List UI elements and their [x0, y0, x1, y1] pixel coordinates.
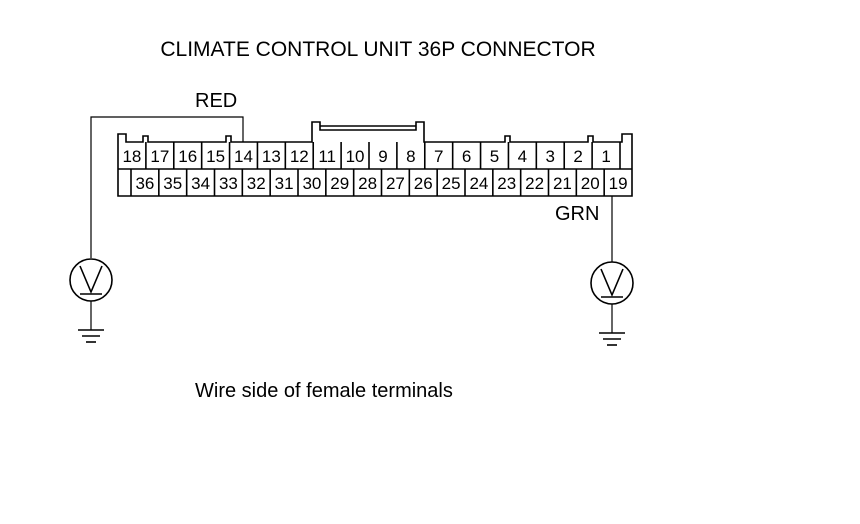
- pin-number: 3: [546, 147, 555, 166]
- pin-number: 23: [497, 174, 516, 193]
- red-wire-label: RED: [195, 90, 237, 112]
- pin-number: 1: [601, 147, 610, 166]
- red-probe-wire: [90, 116, 244, 258]
- ground-icon: [599, 304, 625, 346]
- caption: Wire side of female terminals: [195, 380, 453, 402]
- pin-number: 7: [434, 147, 443, 166]
- pin-number: 5: [490, 147, 499, 166]
- pin-number: 29: [330, 174, 349, 193]
- pin-number: 30: [302, 174, 321, 193]
- pin-number: 31: [275, 174, 294, 193]
- connector-housing: [117, 121, 633, 197]
- pin-number: 18: [122, 147, 141, 166]
- pin-number: 9: [378, 147, 387, 166]
- pin-number: 10: [346, 147, 365, 166]
- pin-number: 35: [163, 174, 182, 193]
- bottom-row-dividers: [130, 169, 605, 196]
- pin-number: 28: [358, 174, 377, 193]
- pin-number: 4: [518, 147, 527, 166]
- diagram-title: CLIMATE CONTROL UNIT 36P CONNECTOR: [160, 38, 595, 61]
- pin-number: 32: [247, 174, 266, 193]
- pin-number: 2: [573, 147, 582, 166]
- top-row-dividers: [145, 142, 621, 169]
- pin-number: 22: [525, 174, 544, 193]
- voltmeter-icon: [590, 261, 634, 305]
- bottom-row-pins: 36 35 34 33 32 31 30 29 28 27 26 25 24 23 22 21 20 19: [135, 174, 627, 193]
- pin-number: 21: [553, 174, 572, 193]
- pin-number: 25: [442, 174, 461, 193]
- pin-number: 14: [234, 147, 253, 166]
- pin-number: 26: [414, 174, 433, 193]
- pin-number: 13: [262, 147, 281, 166]
- pin-number: 36: [135, 174, 154, 193]
- pin-number: 20: [581, 174, 600, 193]
- grn-wire-label: GRN: [555, 203, 599, 225]
- ground-icon: [78, 301, 104, 343]
- pin-number: 15: [206, 147, 225, 166]
- pin-number: 6: [462, 147, 471, 166]
- voltmeter-icon: [69, 258, 113, 302]
- pin-number: 33: [219, 174, 238, 193]
- pin-number: 27: [386, 174, 405, 193]
- pin-number: 8: [406, 147, 415, 166]
- pin-number: 34: [191, 174, 210, 193]
- pin-number: 17: [150, 147, 169, 166]
- pin-number: 24: [469, 174, 488, 193]
- pin-number: 11: [318, 147, 336, 166]
- pin-number: 19: [609, 174, 628, 193]
- pin-number: 12: [290, 147, 309, 166]
- pin-number: 16: [178, 147, 197, 166]
